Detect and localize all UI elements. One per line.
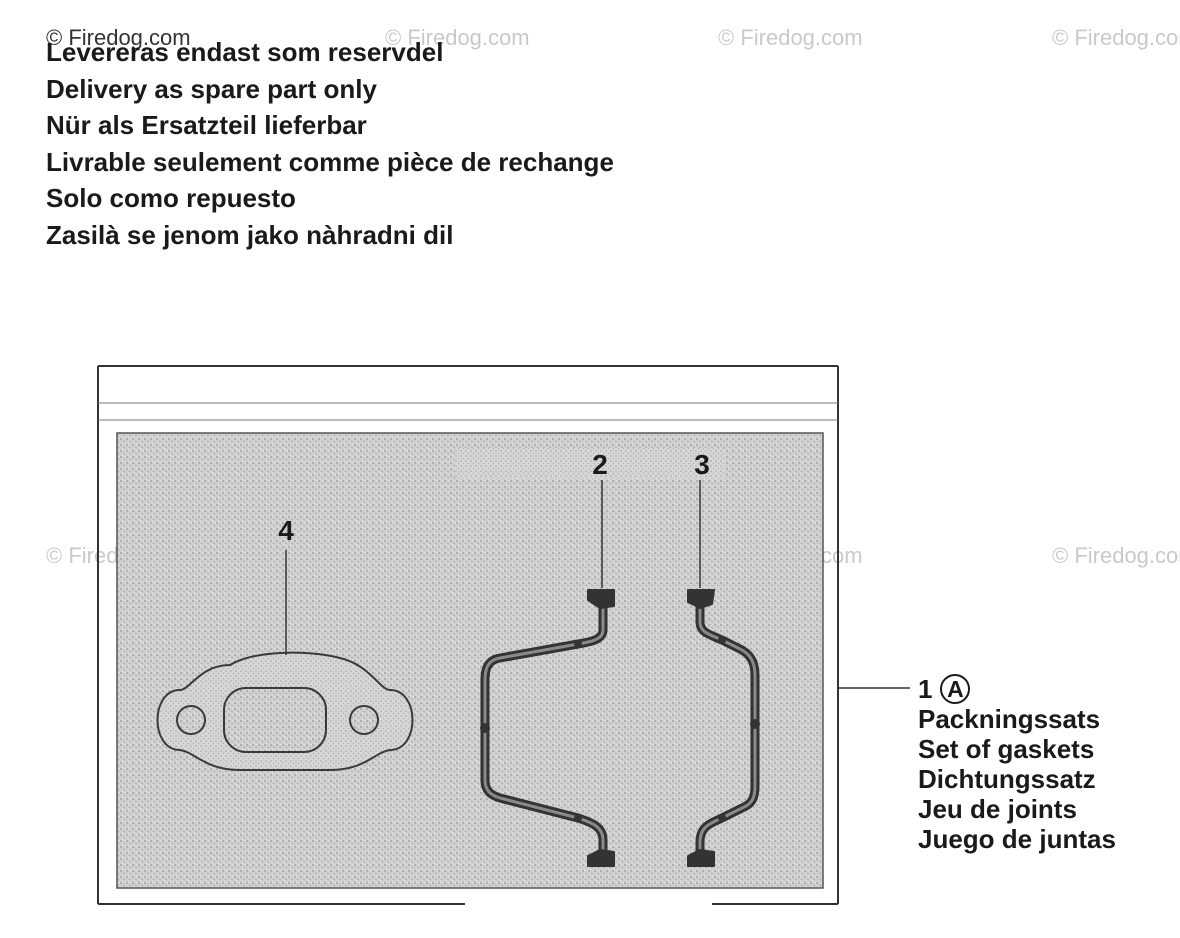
parts-legend: 1 A Packningssats Set of gaskets Dichtun… (918, 674, 1116, 854)
legend-ref-letter: A (940, 674, 971, 704)
watermark-text: © Firedog.com (1052, 543, 1180, 568)
strip-gasket-part-2 (480, 589, 615, 867)
notice-line-english: Delivery as spare part only (46, 73, 377, 104)
callout-4: 4 (278, 515, 294, 546)
exhaust-gasket-part-4 (156, 651, 414, 771)
notice-line-swedish: Levereras endast som reservdel (46, 37, 444, 67)
spare-part-notice: Levereras endast som reservdel Delivery … (46, 34, 614, 253)
gasket-package (97, 365, 839, 905)
watermark-text: © Firedog.com (718, 25, 863, 50)
notice-line-french: Livrable seulement comme pièce de rechan… (46, 146, 614, 177)
legend-name-english: Set of gaskets (918, 734, 1095, 764)
strip-gasket-part-3 (687, 589, 760, 867)
legend-name-swedish: Packningssats (918, 704, 1101, 734)
callout-2: 2 (592, 449, 608, 480)
notice-line-german: Nür als Ersatzteil lieferbar (46, 110, 367, 140)
watermark-text: © Firedog.com (1052, 25, 1180, 50)
watermark-text: © Firedog.com (385, 25, 530, 50)
callout-3: 3 (694, 449, 710, 480)
notice-line-spanish: Solo como repuesto (46, 183, 296, 213)
legend-name-german: Dichtungssatz (918, 764, 1096, 794)
watermark-text: © Firedog.com (46, 25, 191, 50)
legend-name-french: Jeu de joints (918, 794, 1077, 824)
notice-line-czech: Zasilà se jenom jako nàhradni dil (46, 219, 454, 250)
legend-name-spanish: Juego de juntas (918, 824, 1116, 854)
legend-ref-number: 1 (918, 674, 933, 704)
legend-reference: 1 A (918, 674, 1116, 704)
